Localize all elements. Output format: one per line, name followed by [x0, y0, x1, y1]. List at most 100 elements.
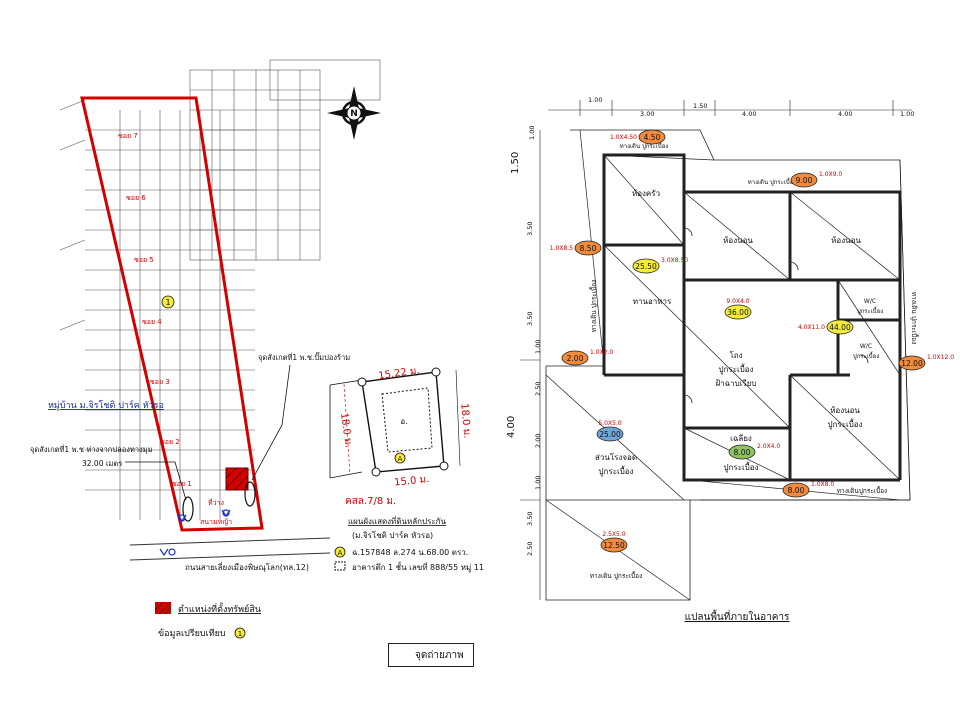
map-legend-hatch	[154, 601, 172, 615]
area-dimension: 9.0X4.0	[726, 298, 749, 305]
top-walk: ทางเดิน ปูกระเบื้อง	[620, 140, 669, 150]
lane-label: ซอย 4	[142, 318, 162, 326]
bottom-walk: ทางเดินปูกระเบื้อง	[837, 486, 887, 495]
room-labels: ห้องครัว ห้องนอน ห้องนอน ทานอาหาร โถง ปู…	[589, 140, 919, 580]
area-ellipse	[574, 240, 602, 256]
village-label: หมู่บ้าน ม.จิรโชติ ปาร์ค หัวรอ	[48, 399, 164, 411]
map-legend-location-swatch	[155, 602, 171, 614]
lane-labels: ซอย 7 ซอย 6 ซอย 5 ซอย 4 ซอย 3 ซอย 2 ซอย …	[118, 132, 192, 488]
distance-note-line1: จุดสังเกตที่1 พ.ช ห่างจากปลองทางมุม	[30, 444, 153, 454]
north-label: N	[350, 109, 358, 119]
dim-top: 1.00	[588, 96, 602, 104]
lane-label: ซอย 1	[172, 480, 192, 488]
area-value: 12.00	[901, 359, 923, 368]
top-dims: 1.00 3.00 1.50 4.00 4.00 1.00	[588, 96, 914, 118]
area-value: 8.00	[788, 486, 805, 495]
room-carport-1: ส่วนโรงจอด	[595, 452, 637, 462]
dim-top: 1.50	[693, 102, 707, 110]
side-walk-left: ทางเดิน ปูกระเบื้อง	[589, 280, 598, 333]
dim-left: 1.50	[510, 152, 521, 174]
area-dimension: 1.0X12.0	[927, 354, 954, 361]
area-dimension: 1.0X4.50	[610, 134, 637, 141]
area-ellipse	[638, 129, 666, 145]
room-hall-1: โถง	[729, 350, 742, 360]
comparison-marker-label: 1	[165, 298, 170, 307]
plot-legend-deed: ฉ.157848 ล.274 น.68.00 ตรว.	[352, 548, 468, 557]
plot-legend-marker-label: A	[338, 549, 343, 557]
plot-inner-label: อ.	[400, 417, 407, 426]
area-dimension: 1.0X2.0	[590, 349, 613, 356]
plot-diagram	[329, 367, 461, 479]
room-master-2: ปูกระเบื้อง	[827, 418, 862, 430]
area-dimension: 4.0X11.0	[798, 324, 825, 331]
dim-top: 1.00	[900, 110, 914, 118]
map-legend-comparison-number: 1	[238, 630, 242, 638]
dim-left: 2.50	[526, 542, 534, 556]
photo-legend-label: จุดถ่ายภาพ	[415, 649, 464, 661]
plot-road-label: คสล.7/8 ม.	[345, 496, 396, 507]
area-ellipse	[790, 172, 818, 188]
room-master-1: ห้องนอน	[830, 406, 860, 415]
floor-plan-title: แปลนพื้นที่ภายในอาคาร	[685, 609, 790, 623]
room-terrace-2: ปูกระเบื้อง	[723, 461, 758, 473]
area-value: 4.50	[644, 133, 661, 142]
area-ellipse	[782, 482, 810, 498]
plot-legend-title-2: (ม.จิรโชติ ปาร์ค หัวรอ)	[352, 530, 433, 540]
dim-top: 4.00	[838, 110, 852, 118]
area-ellipse	[561, 350, 589, 366]
lane-label: ซอย 3	[150, 378, 170, 386]
dim-top: 4.00	[742, 110, 756, 118]
landmark-ellipse-2	[244, 481, 256, 507]
area-dimension: 2.0X4.0	[757, 443, 780, 450]
area-value: 36.00	[727, 308, 749, 317]
landmark-note: จุดสังเกตที่1 พ.ช.ปั๊มปองร้าม	[258, 352, 350, 362]
road-label: ถนนสายเลี่ยงเมืองพิษณุโลก(ทล.12)	[185, 561, 309, 572]
subject-property-marker	[225, 467, 249, 491]
plot-legend-title-1: แผนผังแสดงที่ดินหลักประกัน	[348, 515, 447, 526]
front-walk: ทางเดิน ปูกระเบื้อง	[590, 571, 643, 580]
area-ellipse	[724, 304, 752, 320]
top-walk-2: ทางเดิน ปูกระเบื้อง	[748, 176, 797, 186]
plot-bottom-dim: 15.0 ม.	[394, 474, 430, 489]
room-bedroom-2: ห้องนอน	[831, 236, 861, 245]
lane-label: ซอย 6	[126, 194, 146, 202]
area-value: 25.00	[599, 430, 621, 439]
north-arrow	[327, 86, 381, 140]
floor-plan	[520, 100, 912, 601]
area-dimension: 5.0X5.0	[598, 420, 621, 427]
dim-left: 1.00	[528, 126, 536, 140]
photo-markers	[159, 509, 231, 557]
area-dimension: 2.5X5.0	[602, 531, 625, 538]
area-dimension: 1.0X9.0	[819, 171, 842, 178]
dim-top: 3.00	[640, 110, 654, 118]
lane-label: ซอย 5	[134, 256, 154, 264]
room-wc1-2: ปูกระเบื้อง	[857, 305, 883, 315]
plot-legend-marker	[334, 546, 346, 558]
area-dimension: 1.0X8.0	[811, 481, 834, 488]
area-value: 12.50	[603, 541, 625, 550]
plot-top-dim: 15.22 ม.	[378, 365, 421, 382]
area-ellipse	[600, 537, 628, 553]
side-walk-right: ทางเดิน ปูกระเบื้อง	[910, 292, 919, 345]
estate-boundary	[80, 96, 264, 532]
room-wc1-1: W/C	[864, 298, 876, 305]
room-bedroom-1: ห้องนอน	[723, 236, 753, 245]
area-dimension: 3.0X8.50	[661, 257, 688, 264]
room-hall-2: ปูกระเบื้อง	[718, 363, 753, 375]
dim-left-total: 4.00	[506, 416, 517, 438]
map-legend-comparison-marker	[234, 627, 246, 639]
site-map	[59, 59, 381, 520]
area-ellipse	[898, 355, 926, 371]
room-terrace-1: เฉลียง	[730, 434, 752, 443]
area-ellipse	[728, 444, 756, 460]
plot-legend-building-swatch	[334, 561, 346, 571]
dim-left: 3.50	[526, 312, 534, 326]
distance-note-line2: 32.00 เมตร	[82, 459, 122, 468]
dim-left: 1.00	[534, 340, 542, 354]
room-wc2-1: W/C	[860, 343, 872, 350]
area-markers: 4.501.0X4.509.001.0X9.08.501.0X8.525.503…	[550, 129, 954, 553]
plot-right-dim: 18.0 ม.	[458, 403, 472, 439]
dim-left: 2.50	[534, 382, 542, 396]
room-kitchen: ห้องครัว	[632, 189, 660, 198]
area-value: 9.00	[796, 176, 813, 185]
